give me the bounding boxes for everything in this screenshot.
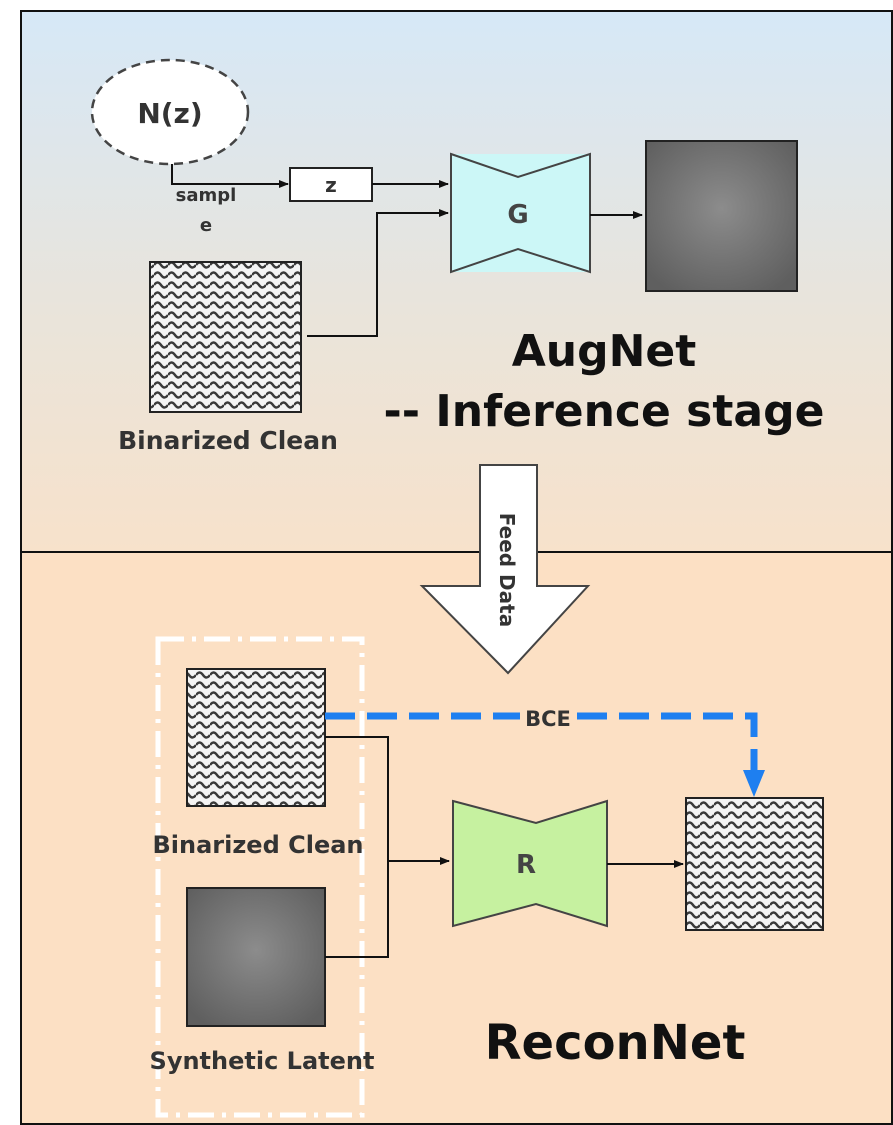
feed-data-label: Feed Data — [495, 513, 519, 627]
clean-to-generator-arrow — [307, 209, 449, 337]
figure-frame — [20, 10, 893, 1125]
bce-loss-arrow — [325, 712, 758, 771]
bce-label-bg — [520, 704, 576, 730]
sample-label-line2: e — [200, 215, 212, 236]
recon-block — [452, 799, 608, 928]
generated-latent-image — [645, 140, 798, 292]
generator-label: G — [507, 200, 528, 230]
feed-data-arrow — [419, 464, 591, 675]
reconnet-title: ReconNet — [485, 1015, 746, 1071]
binarized-clean-caption: Binarized Clean — [152, 831, 363, 859]
synthetic-latent-image — [186, 887, 326, 1027]
binarized-clean-input-image — [149, 261, 302, 413]
augnet-subtitle: -- Inference stage — [384, 386, 825, 437]
augnet-title: AugNet — [512, 326, 697, 377]
bce-loss-arrowhead — [743, 770, 765, 797]
sample-label-line1: sampl — [176, 185, 237, 206]
binarized-clean-input-caption: Binarized Clean — [118, 426, 338, 455]
binarized-clean-image — [186, 668, 326, 807]
noise-label: N(z) — [137, 97, 202, 130]
synthetic-latent-caption: Synthetic Latent — [150, 1047, 375, 1075]
bce-loss-label: BCE — [525, 707, 571, 731]
latent-z-label: z — [325, 173, 337, 197]
noise-distribution-ellipse — [90, 58, 250, 166]
latent-to-recon-line — [325, 861, 389, 958]
recon-label: R — [516, 850, 536, 880]
sample-arrow — [171, 164, 289, 188]
reconstructed-image — [685, 797, 824, 931]
input-group-dashed-box — [155, 636, 365, 1118]
generator-outline — [450, 152, 591, 274]
clean-to-recon-arrow — [325, 736, 450, 865]
